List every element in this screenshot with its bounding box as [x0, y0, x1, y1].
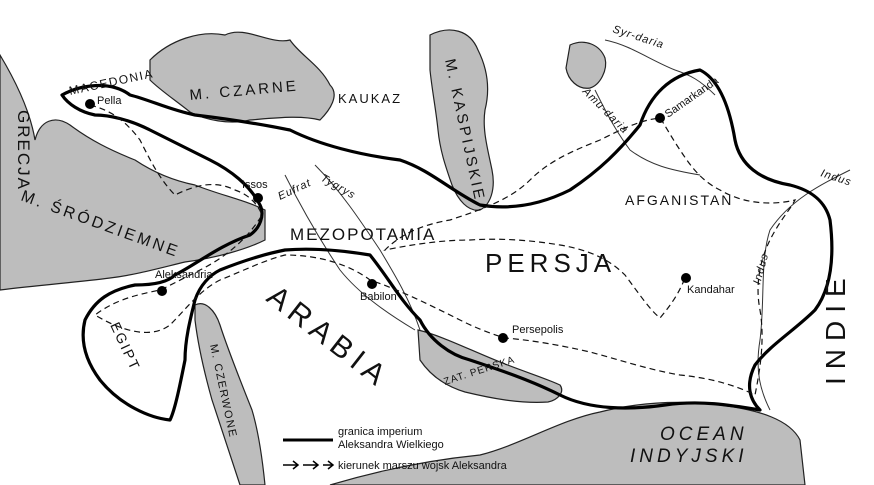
city-dot-babilon [367, 279, 377, 289]
label-issos: Issos [242, 179, 268, 191]
label-kaukaz: KAUKAZ [338, 91, 402, 106]
caspian-sea [429, 29, 494, 211]
label-babilon: Babilon [360, 291, 397, 303]
label-ocean-line1: OCEAN [660, 424, 748, 445]
aral-sea [565, 41, 607, 89]
label-persja: PERSJA [485, 248, 616, 278]
city-dot-issos [253, 193, 263, 203]
legend-border-line2: Aleksandra Wielkiego [338, 439, 444, 451]
label-indie: INDIE [820, 270, 851, 385]
city-dot-aleksandria [157, 286, 167, 296]
city-dot-pella [85, 99, 95, 109]
label-pella: Pella [97, 95, 122, 107]
legend-route-label: kierunek marszu wojsk Aleksandra [338, 460, 508, 472]
empire-border [60, 68, 834, 422]
tigris-river [314, 164, 421, 331]
syr-daria-river [604, 39, 716, 96]
label-aleksandria: Aleksandria [155, 269, 213, 281]
legend-route-swatch [283, 460, 335, 470]
label-afganistan: AFGANISTAN [625, 192, 733, 208]
label-grecja: GRECJA [14, 110, 33, 191]
label-kandahar: Kandahar [687, 284, 735, 296]
city-dot-persepolis [498, 333, 508, 343]
amu-daria-river [594, 89, 701, 176]
red-sea [194, 303, 266, 485]
indian-ocean [329, 401, 806, 485]
legend-border-line1: granica imperium [338, 426, 422, 438]
march-route [89, 104, 797, 396]
mediterranean-sea [0, 53, 266, 291]
label-ocean-line2: INDYJSKI [630, 446, 748, 467]
label-persepolis: Persepolis [512, 324, 564, 336]
city-dot-samarkanda [655, 113, 665, 123]
city-dot-kandahar [681, 273, 691, 283]
euphrates-river [284, 174, 416, 331]
legend: granica imperium Aleksandra Wielkiego ki… [283, 426, 508, 472]
label-mezopotamia: MEZOPOTAMIA [290, 225, 436, 244]
